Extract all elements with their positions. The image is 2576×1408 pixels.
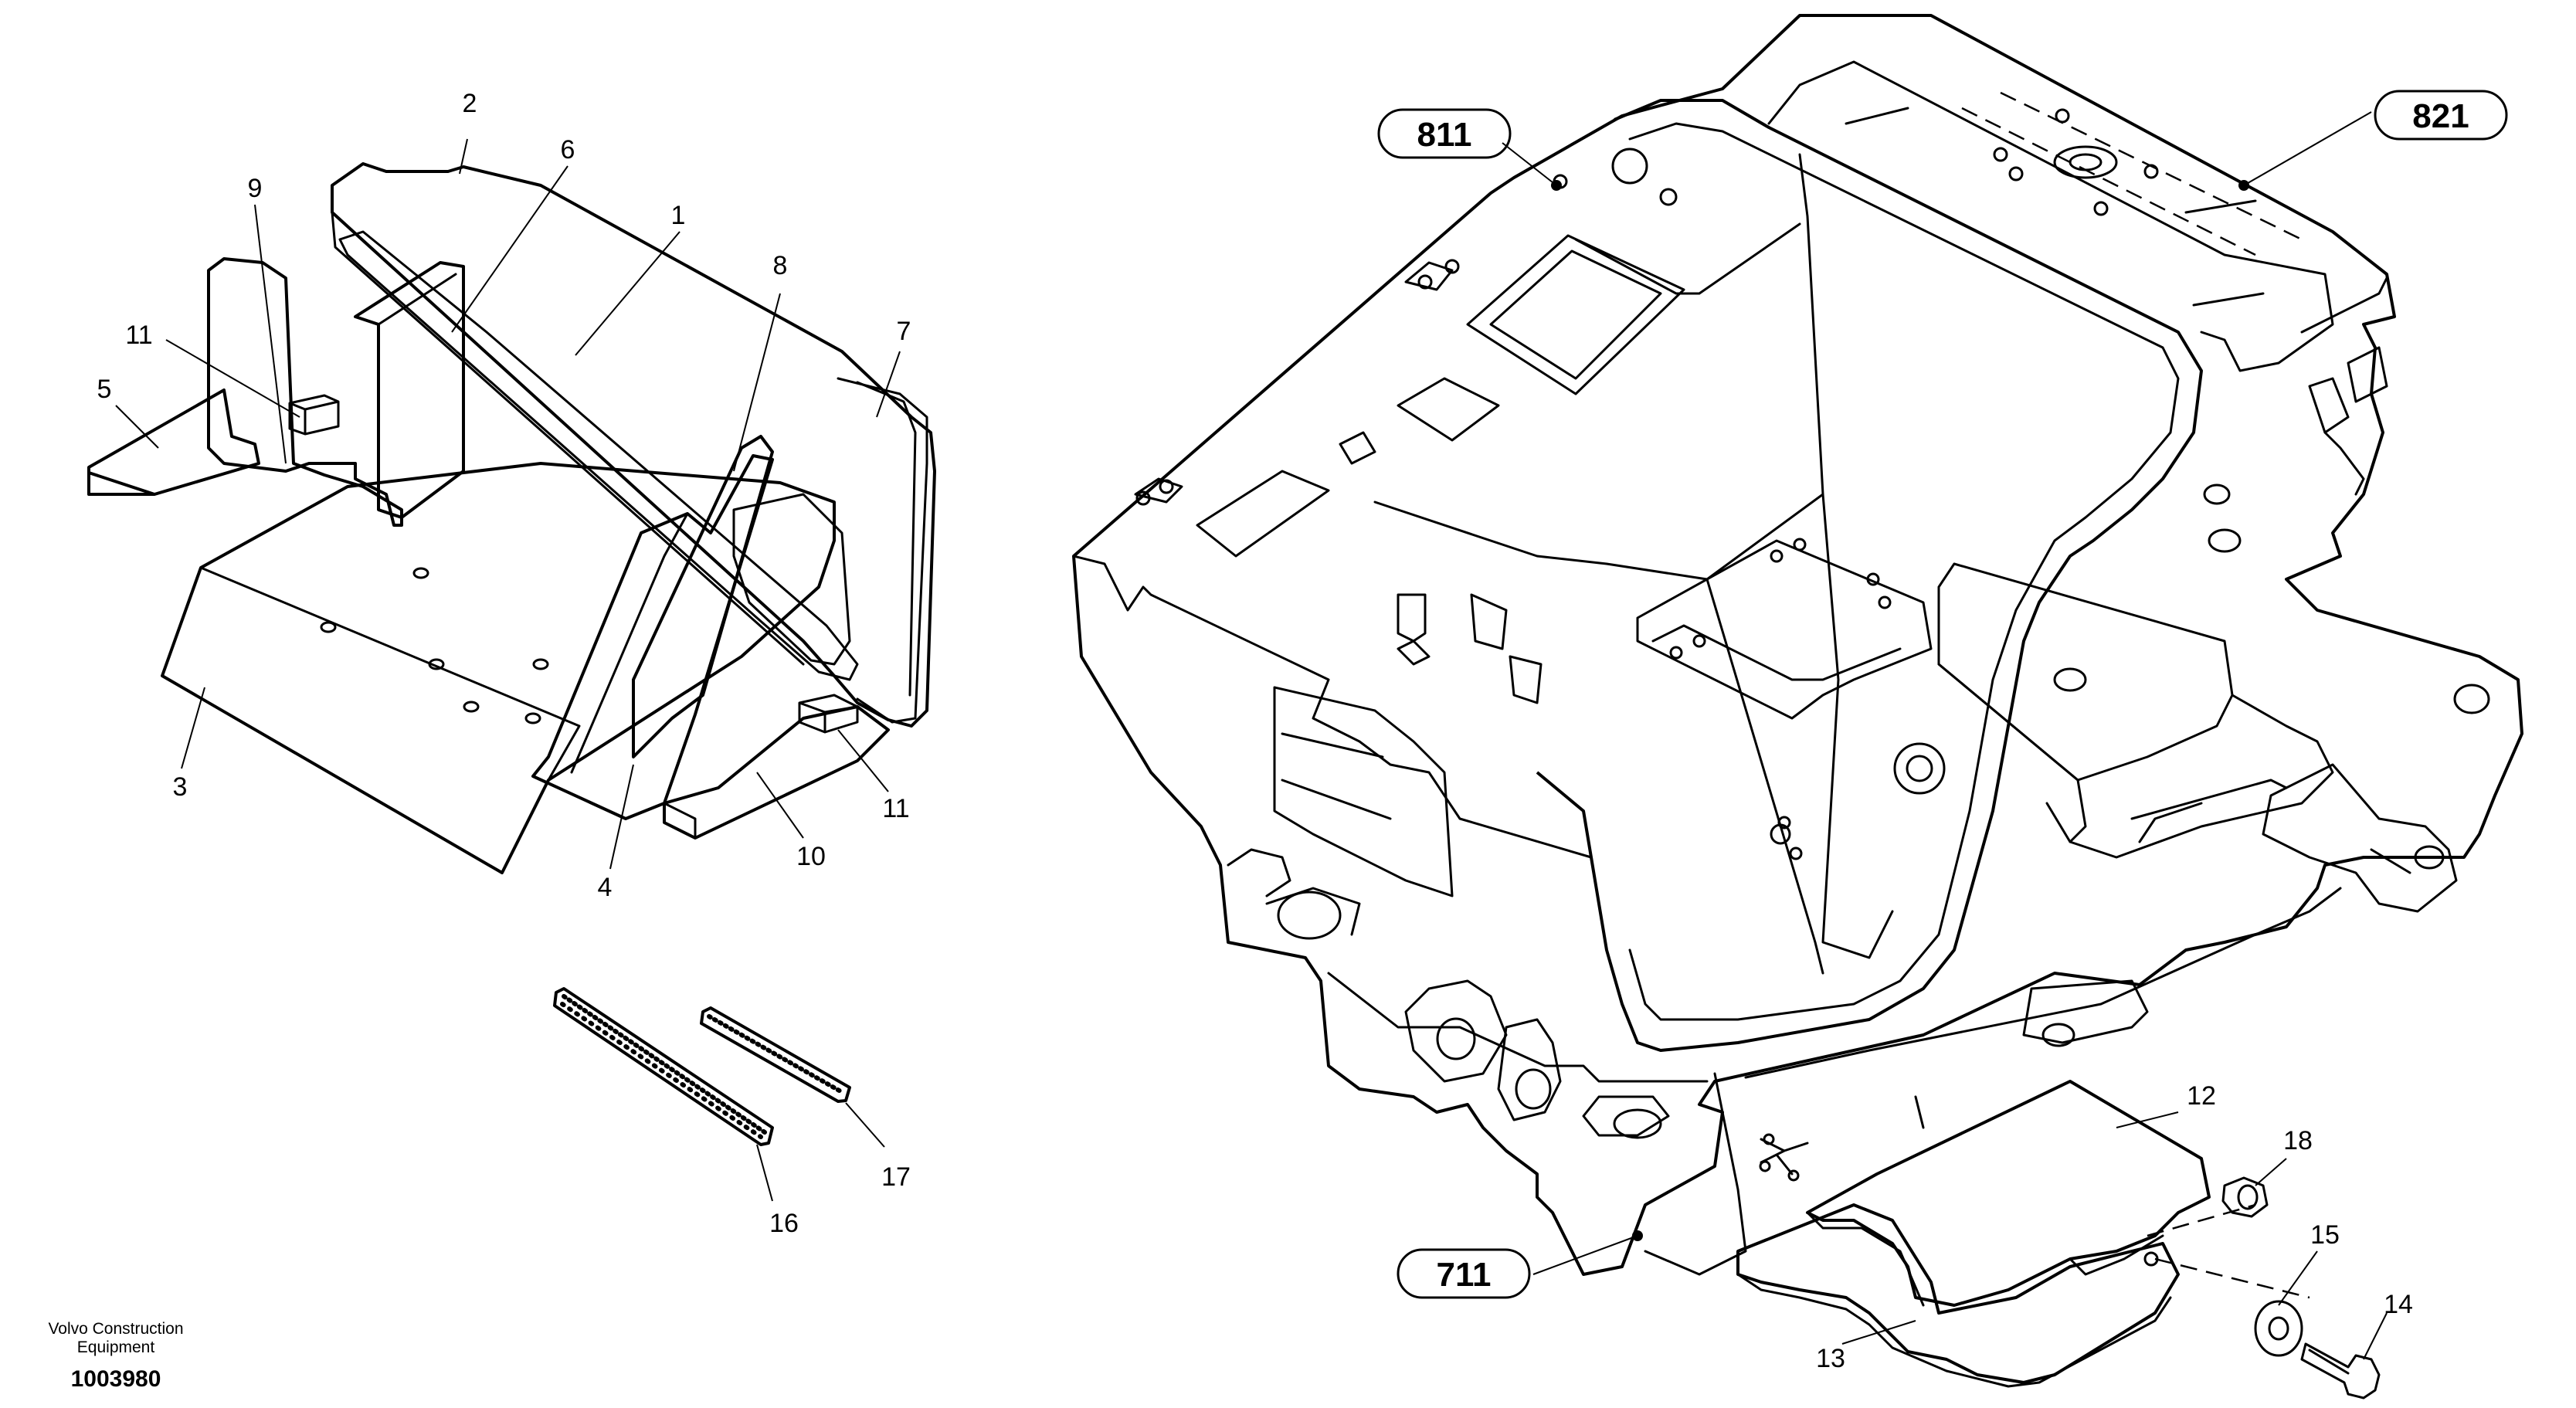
top-opening-square (1466, 234, 1685, 395)
leader-dots (1551, 180, 2249, 1241)
part-5-foot (87, 388, 260, 496)
lower-bracket-hole (1277, 891, 1342, 940)
callout-14: 14 (2384, 1290, 2413, 1319)
callout-10: 10 (796, 842, 826, 871)
callout-17: 17 (881, 1162, 911, 1192)
part-6-block (354, 261, 465, 519)
callout-11-upper: 11 (125, 321, 152, 350)
frame-top-plate (1072, 14, 2523, 1276)
reference-711: 711 (1437, 1256, 1492, 1294)
reference-821: 821 (2412, 97, 2469, 135)
callout-numbers: 1 2 3 4 5 6 7 8 9 10 11 11 12 13 14 15 1… (97, 89, 2413, 1373)
part-4-upright (531, 454, 774, 820)
part-2-back-panel (331, 162, 936, 728)
footer: Volvo Construction Equipment 1003980 (48, 1320, 183, 1392)
mount-ring (1893, 742, 1946, 795)
leader-lines (115, 111, 2388, 1360)
part-3-base (161, 462, 836, 874)
part-12-guard-plate (1806, 1080, 2211, 1307)
part-8-upright (632, 435, 774, 758)
callout-4: 4 (598, 873, 613, 902)
left-panel-assembly (87, 162, 936, 874)
callout-13: 13 (1816, 1344, 1845, 1373)
part-17-seal-strip (700, 1006, 851, 1103)
roll-bar (1536, 99, 2203, 1052)
callout-2: 2 (463, 89, 477, 118)
callout-18: 18 (2283, 1126, 2313, 1155)
reference-badge-821: 821 (2374, 90, 2508, 141)
bracket-plate (1636, 539, 1933, 720)
lower-right-boss (2041, 1023, 2075, 1047)
reference-811: 811 (1417, 116, 1472, 154)
reference-badge-711: 711 (1397, 1248, 1531, 1299)
top-screws (1553, 108, 2159, 216)
part-16-seal-strip (553, 987, 774, 1146)
callout-15: 15 (2310, 1220, 2340, 1250)
lift-point-mark (1760, 1138, 1809, 1176)
callout-1: 1 (671, 201, 686, 230)
part-11-block-a (288, 394, 340, 436)
callout-9: 9 (248, 174, 263, 203)
cab-frame-assembly (1072, 14, 2523, 1276)
part-14-bolt (2300, 1342, 2381, 1400)
guard-plates (1736, 1080, 2310, 1388)
lower-left-boss (1613, 1108, 1662, 1139)
callout-11-lower: 11 (882, 794, 909, 823)
callout-3: 3 (173, 772, 188, 802)
brand-line-1: Volvo Construction (48, 1320, 183, 1338)
callout-16: 16 (769, 1209, 799, 1238)
part-7-frame (837, 377, 928, 724)
seal-strips (553, 987, 851, 1146)
reference-badge-811: 811 (1377, 108, 1512, 159)
part-13-guard-plate (1736, 1203, 2180, 1384)
fasteners (2221, 1176, 2381, 1400)
top-hole (2053, 145, 2118, 179)
base-bolt-holes (320, 567, 549, 724)
part-9-upright (207, 257, 403, 527)
callout-5: 5 (97, 375, 112, 404)
part-11-block-b (798, 694, 859, 734)
callout-12: 12 (2187, 1081, 2216, 1111)
part-10-plate (663, 705, 890, 840)
brand-line-2: Equipment (77, 1338, 155, 1356)
callout-7: 7 (897, 317, 911, 346)
callout-6: 6 (561, 135, 575, 165)
part-15-washer (2254, 1300, 2303, 1357)
part-18-nut (2221, 1176, 2269, 1218)
callout-8: 8 (773, 251, 788, 280)
document-id: 1003980 (71, 1366, 161, 1392)
